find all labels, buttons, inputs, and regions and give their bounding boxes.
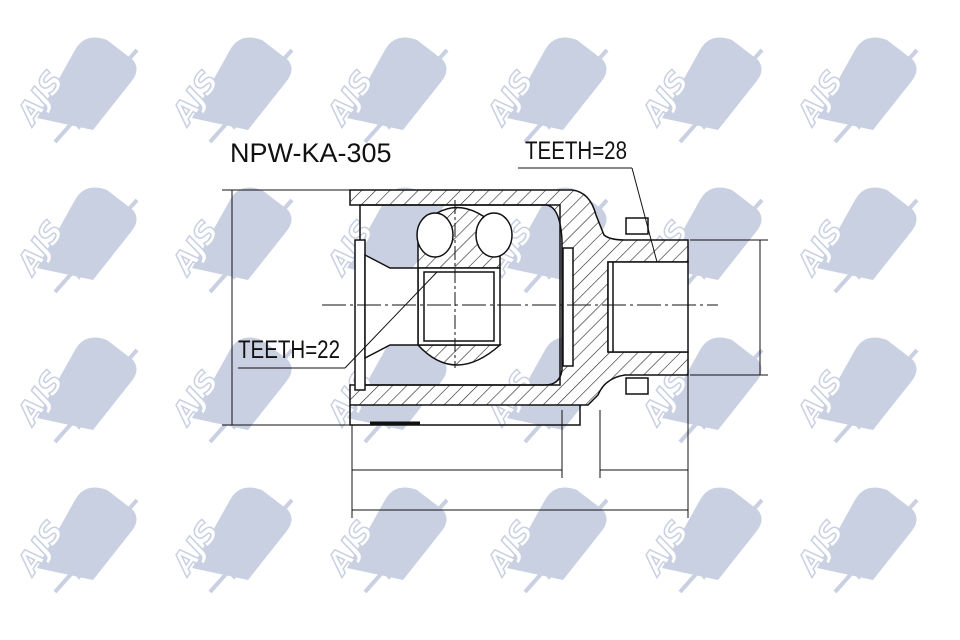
ajs-parts-watermark <box>787 35 919 144</box>
ajs-parts-watermark <box>787 335 919 444</box>
dimension-lines <box>222 167 768 518</box>
ajs-parts-watermark <box>7 35 139 144</box>
ajs-parts-watermark <box>317 485 449 594</box>
ajs-parts-watermark <box>317 35 449 144</box>
ajs-parts-watermark <box>7 185 139 294</box>
housing-wall <box>349 189 689 406</box>
ajs-parts-watermark <box>7 335 139 444</box>
inner-teeth-callout: TEETH=22 <box>238 336 340 364</box>
ajs-parts-watermark <box>632 485 764 594</box>
ajs-parts-watermark <box>162 485 294 594</box>
ajs-parts-watermark <box>632 35 764 144</box>
joint-section <box>322 189 718 426</box>
ajs-parts-watermark <box>787 485 919 594</box>
ajs-parts-watermark <box>787 185 919 294</box>
ajs-parts-watermark <box>162 185 294 294</box>
ajs-parts-watermark <box>7 485 139 594</box>
ajs-parts-watermark <box>162 35 294 144</box>
outer-teeth-callout: TEETH=28 <box>525 137 627 165</box>
part-number-label: NPW-KA-305 <box>230 138 392 168</box>
ajs-parts-watermark <box>477 35 609 144</box>
ajs-parts-watermark <box>477 485 609 594</box>
